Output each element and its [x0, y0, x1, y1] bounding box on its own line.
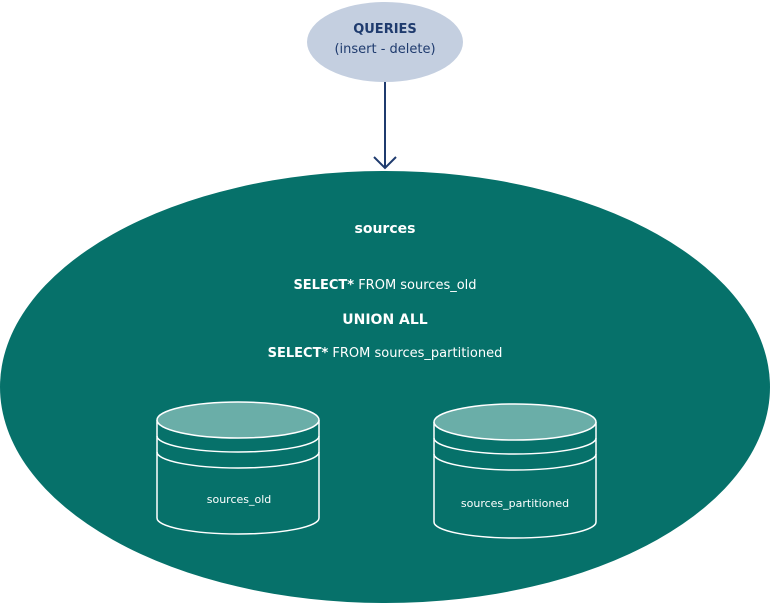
sources-title: sources: [354, 221, 416, 237]
sql-select-partitioned: SELECT* FROM sources_partitioned: [185, 346, 585, 361]
queries-title: QUERIES: [353, 22, 417, 37]
queries-subtitle: (insert - delete): [334, 42, 436, 57]
database-label-sources-old: sources_old: [206, 493, 272, 506]
sql-select-old: SELECT* FROM sources_old: [185, 278, 585, 293]
down-arrow-icon: [373, 82, 397, 170]
sql-select-keyword: SELECT*: [293, 278, 355, 293]
database-label-sources-partitioned: sources_partitioned: [460, 497, 570, 510]
sql-select-keyword: SELECT*: [267, 346, 329, 361]
database-cylinder-sources-partitioned: [433, 403, 597, 539]
queries-ellipse: [307, 2, 463, 82]
database-cylinder-sources-old: [156, 401, 320, 535]
sql-from-clause: FROM sources_old: [354, 278, 477, 293]
sql-union-all: UNION ALL: [342, 312, 428, 328]
sql-from-clause: FROM sources_partitioned: [328, 346, 503, 361]
